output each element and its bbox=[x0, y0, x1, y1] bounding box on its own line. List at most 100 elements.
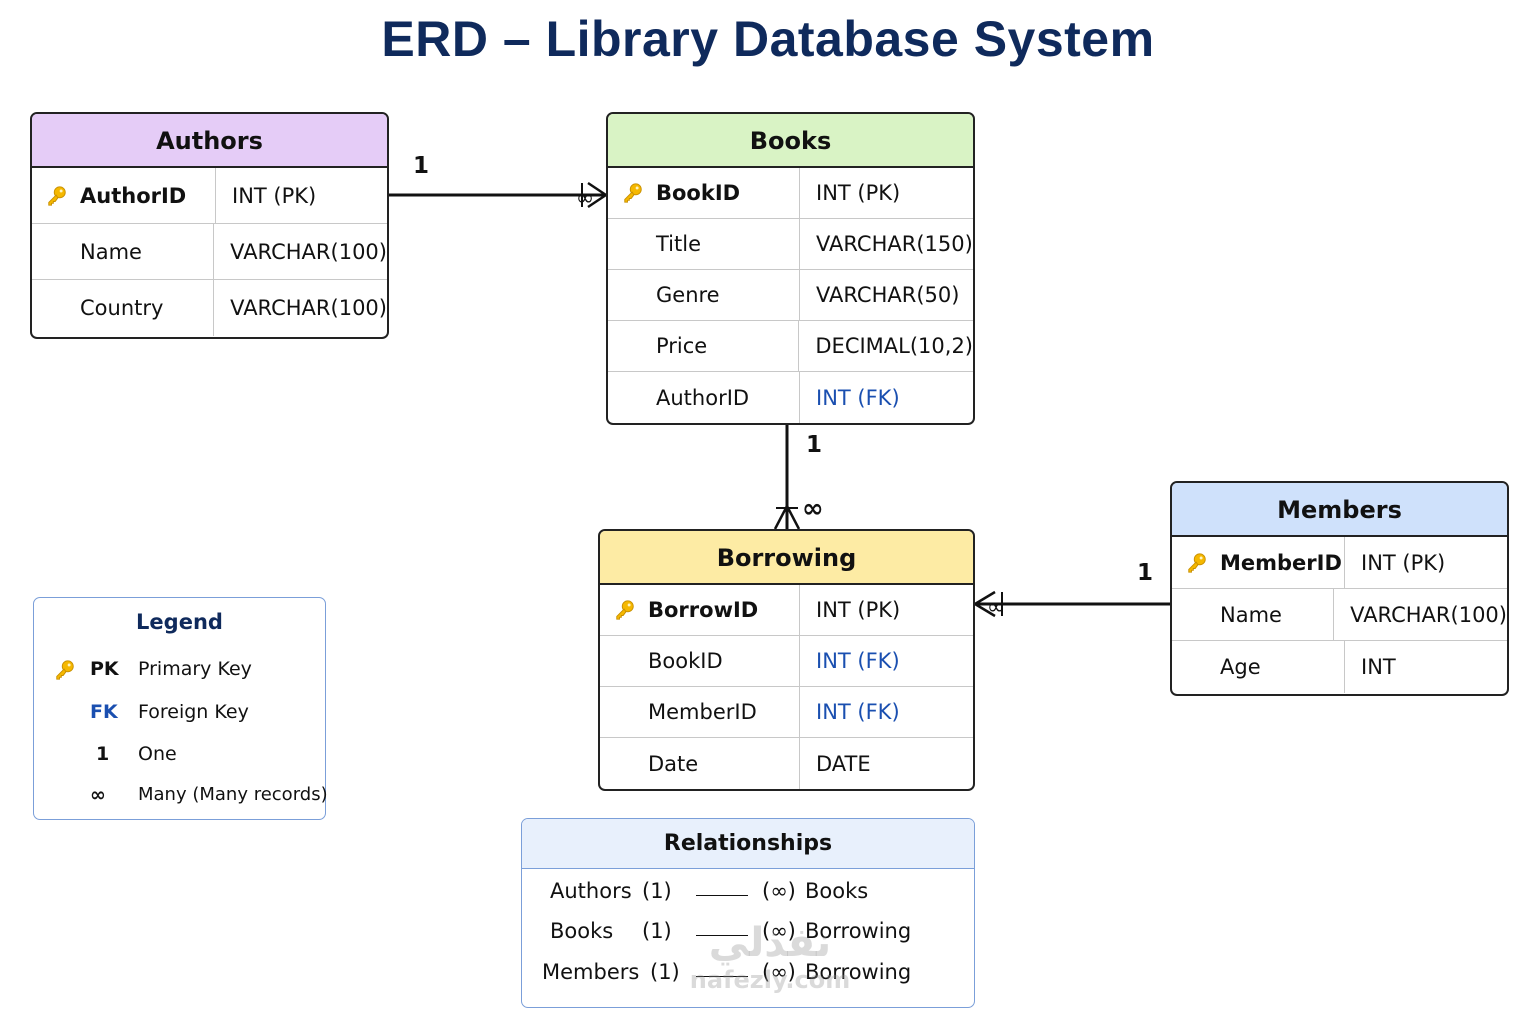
field-type: INT (PK) bbox=[232, 183, 317, 208]
legend: Legend PK Primary Key FK Foreign Key 1 O… bbox=[33, 597, 328, 820]
table-row: MemberID INT (FK) bbox=[600, 687, 973, 738]
field-name: Country bbox=[80, 296, 164, 320]
books-table: Books BookID INT (PK) Title VARCHAR(150)… bbox=[606, 112, 975, 425]
legend-item: ∞ Many (Many records) bbox=[34, 782, 328, 812]
relationship-row: Members (1) (∞) Borrowing bbox=[522, 958, 974, 992]
table-row: MemberID INT (PK) bbox=[1172, 537, 1507, 589]
field-type: VARCHAR(150) bbox=[816, 232, 973, 256]
legend-item: PK Primary Key bbox=[34, 656, 325, 686]
key-icon bbox=[54, 659, 76, 681]
rel-from: Members bbox=[542, 960, 640, 984]
authors-books-link: ∞ bbox=[389, 181, 607, 211]
table-row: Age INT bbox=[1172, 641, 1507, 693]
field-type: VARCHAR(100) bbox=[230, 296, 387, 320]
field-type: INT (PK) bbox=[816, 181, 901, 205]
rel-to-card: (∞) bbox=[762, 919, 796, 943]
table-row: Title VARCHAR(150) bbox=[608, 219, 973, 270]
field-type: INT (PK) bbox=[1361, 550, 1446, 575]
key-icon bbox=[614, 599, 636, 621]
field-name: MemberID bbox=[1220, 550, 1342, 575]
authors-header: Authors bbox=[32, 114, 387, 168]
cardinality-one-members: 1 bbox=[1137, 560, 1154, 586]
legend-symbol: ∞ bbox=[90, 784, 106, 806]
rel-to: Borrowing bbox=[805, 960, 912, 984]
table-row: Price DECIMAL(10,2) bbox=[608, 321, 973, 372]
table-row: Genre VARCHAR(50) bbox=[608, 270, 973, 321]
legend-symbol: FK bbox=[90, 701, 118, 723]
table-row: BorrowID INT (PK) bbox=[600, 585, 973, 636]
field-type: VARCHAR(100) bbox=[230, 239, 387, 264]
rel-line bbox=[696, 895, 748, 896]
page-title: ERD – Library Database System bbox=[381, 11, 1155, 67]
field-name: Price bbox=[656, 334, 708, 358]
table-row: AuthorID INT (FK) bbox=[608, 372, 973, 423]
field-name: BookID bbox=[656, 181, 741, 205]
field-name: Age bbox=[1220, 655, 1261, 679]
field-type: VARCHAR(50) bbox=[816, 283, 960, 307]
rel-from-card: (1) bbox=[642, 919, 672, 943]
authors-table: Authors AuthorID INT (PK) Name VARCHAR(1… bbox=[30, 112, 389, 339]
cardinality-one-authors: 1 bbox=[413, 153, 430, 179]
rel-line bbox=[696, 935, 748, 936]
legend-item: 1 One bbox=[34, 741, 325, 771]
cardinality-one-books: 1 bbox=[806, 432, 823, 458]
rel-from-card: (1) bbox=[642, 879, 672, 903]
legend-symbol: PK bbox=[90, 658, 119, 680]
legend-title: Legend bbox=[136, 610, 223, 634]
members-header: Members bbox=[1172, 483, 1507, 537]
rel-from: Books bbox=[550, 919, 614, 943]
relationship-row: Authors (1) (∞) Books bbox=[522, 877, 974, 911]
table-row: Name VARCHAR(100) bbox=[32, 224, 387, 280]
field-name: AuthorID bbox=[80, 183, 187, 208]
table-row: BookID INT (FK) bbox=[600, 636, 973, 687]
field-type: INT (FK) bbox=[816, 649, 900, 673]
books-borrowing-link bbox=[773, 425, 801, 530]
field-name: BookID bbox=[648, 649, 723, 673]
field-type: DATE bbox=[816, 751, 871, 776]
field-name: Date bbox=[648, 751, 699, 776]
table-row: AuthorID INT (PK) bbox=[32, 168, 387, 224]
borrowing-table: Borrowing BorrowID INT (PK) BookID INT (… bbox=[598, 529, 975, 791]
relationships-panel: Relationships Authors (1) (∞) Books Book… bbox=[521, 818, 975, 1008]
many-symbol: ∞ bbox=[576, 186, 594, 211]
members-borrowing-link: ∞ bbox=[974, 590, 1170, 620]
field-name: AuthorID bbox=[656, 385, 750, 410]
legend-item: FK Foreign Key bbox=[34, 699, 325, 729]
legend-symbol: 1 bbox=[96, 743, 110, 765]
field-name: MemberID bbox=[648, 700, 757, 724]
field-type: INT (FK) bbox=[816, 385, 900, 410]
rel-line bbox=[696, 976, 748, 977]
rel-from-card: (1) bbox=[650, 960, 680, 984]
legend-label: One bbox=[138, 743, 177, 765]
field-name: BorrowID bbox=[648, 598, 759, 622]
field-name: Name bbox=[80, 239, 142, 264]
table-row: Date DATE bbox=[600, 738, 973, 789]
field-name: Genre bbox=[656, 283, 720, 307]
key-icon bbox=[46, 185, 68, 207]
rel-to-card: (∞) bbox=[762, 960, 796, 984]
field-name: Name bbox=[1220, 602, 1282, 627]
books-header: Books bbox=[608, 114, 973, 168]
field-type: VARCHAR(100) bbox=[1350, 602, 1507, 627]
relationships-title: Relationships bbox=[522, 819, 974, 869]
table-row: BookID INT (PK) bbox=[608, 168, 973, 219]
rel-to: Borrowing bbox=[805, 919, 912, 943]
relationship-row: Books (1) (∞) Borrowing bbox=[522, 917, 974, 951]
many-symbol: ∞ bbox=[987, 595, 1005, 620]
table-row: Country VARCHAR(100) bbox=[32, 280, 387, 336]
rel-to: Books bbox=[805, 879, 869, 903]
cardinality-many-borrowing: ∞ bbox=[802, 494, 824, 524]
members-table: Members MemberID INT (PK) Name VARCHAR(1… bbox=[1170, 481, 1509, 696]
field-type: INT (PK) bbox=[816, 598, 901, 622]
field-type: INT (FK) bbox=[816, 700, 900, 724]
legend-label: Foreign Key bbox=[138, 701, 249, 723]
field-name: Title bbox=[656, 232, 702, 256]
key-icon bbox=[1186, 552, 1208, 574]
field-type: DECIMAL(10,2) bbox=[815, 334, 973, 358]
legend-label: Many (Many records) bbox=[138, 784, 328, 805]
legend-label: Primary Key bbox=[138, 658, 252, 680]
rel-from: Authors bbox=[550, 879, 632, 903]
field-type: INT bbox=[1361, 655, 1396, 679]
table-row: Name VARCHAR(100) bbox=[1172, 589, 1507, 641]
